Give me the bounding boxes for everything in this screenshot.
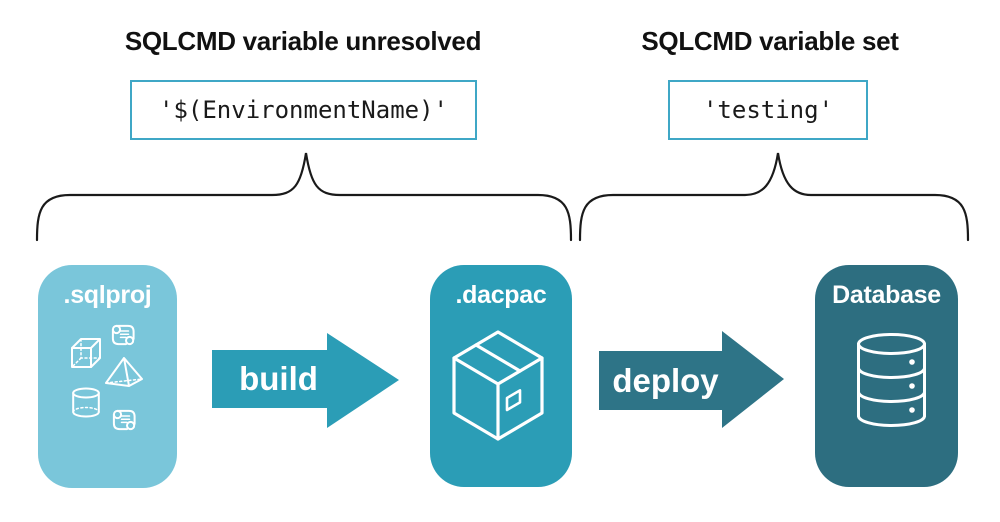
code-value-testing: 'testing' <box>702 96 834 124</box>
node-database: Database <box>815 265 958 487</box>
database-dot <box>909 359 915 365</box>
node-dacpac: .dacpac <box>430 265 572 487</box>
cube-icon <box>71 338 101 368</box>
deploy-arrow: deploy <box>599 331 784 428</box>
code-value-environment-name: '$(EnvironmentName)' <box>159 96 448 124</box>
node-sqlproj-label: .sqlproj <box>63 281 152 309</box>
heading-right-sqlcmd-set: SQLCMD variable set <box>641 26 899 56</box>
database-dot <box>909 407 915 413</box>
node-database-label: Database <box>832 281 941 309</box>
database-icon <box>857 333 926 427</box>
pyramid-icon <box>105 357 143 387</box>
database-dot <box>909 383 915 389</box>
node-dacpac-label: .dacpac <box>455 281 547 309</box>
heading-left-sqlcmd-unresolved: SQLCMD variable unresolved <box>124 26 482 56</box>
package-icon <box>452 330 544 441</box>
brace-left <box>35 152 573 242</box>
build-arrow-label: build <box>239 360 318 397</box>
brace-right <box>578 152 970 242</box>
node-sqlproj: .sqlproj <box>38 265 177 488</box>
cylinder-icon <box>72 387 100 418</box>
sql-project-objects-icon <box>71 324 143 431</box>
deploy-arrow-label: deploy <box>612 361 719 399</box>
script-icon <box>111 324 135 346</box>
code-box-environment-name: '$(EnvironmentName)' <box>130 80 477 140</box>
script-icon <box>112 409 136 431</box>
code-box-testing: 'testing' <box>668 80 868 140</box>
build-arrow: build <box>212 333 399 428</box>
